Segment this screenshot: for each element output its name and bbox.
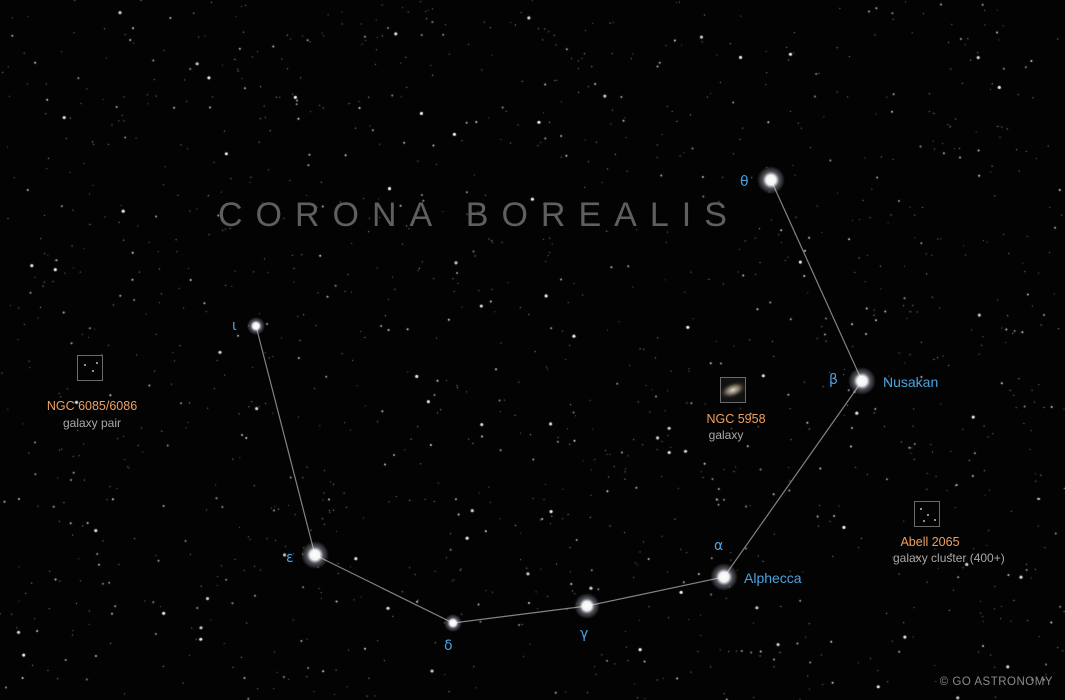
greek-label-gamma: γ (580, 626, 589, 642)
dso-name-abell2065: Abell 2065 (900, 535, 960, 549)
star-iota (247, 317, 265, 335)
star-beta (848, 367, 876, 395)
constellation-title: CORONA BOREALIS (218, 196, 740, 234)
greek-label-alpha: α (714, 538, 724, 554)
dso-type-ngc5958: galaxy (708, 428, 744, 442)
greek-label-delta: δ (444, 638, 453, 654)
star-delta (444, 614, 462, 632)
star-name-nusakan: Nusakan (883, 374, 939, 390)
credit-watermark: © GO ASTRONOMY (939, 676, 1053, 688)
dso-type-ngc6085: galaxy pair (62, 416, 122, 430)
star-epsilon (301, 541, 329, 569)
dso-marker-abell2065 (914, 501, 940, 527)
star-name-alphecca: Alphecca (744, 570, 802, 586)
dso-name-ngc5958: NGC 5958 (706, 412, 766, 426)
star-gamma (574, 593, 600, 619)
greek-label-iota: ι (232, 318, 237, 334)
dso-marker-ngc5958 (720, 377, 746, 403)
greek-label-beta: β (829, 372, 838, 388)
star-theta (757, 166, 785, 194)
dso-name-ngc6085: NGC 6085/6086 (46, 399, 138, 413)
greek-label-theta: θ (740, 174, 749, 190)
dso-marker-ngc6085 (77, 355, 103, 381)
galaxy-thumbnail (721, 378, 745, 402)
star-alpha (710, 563, 738, 591)
greek-label-epsilon: ε (286, 550, 294, 566)
dso-type-abell2065: galaxy cluster (400+) (893, 551, 1005, 565)
